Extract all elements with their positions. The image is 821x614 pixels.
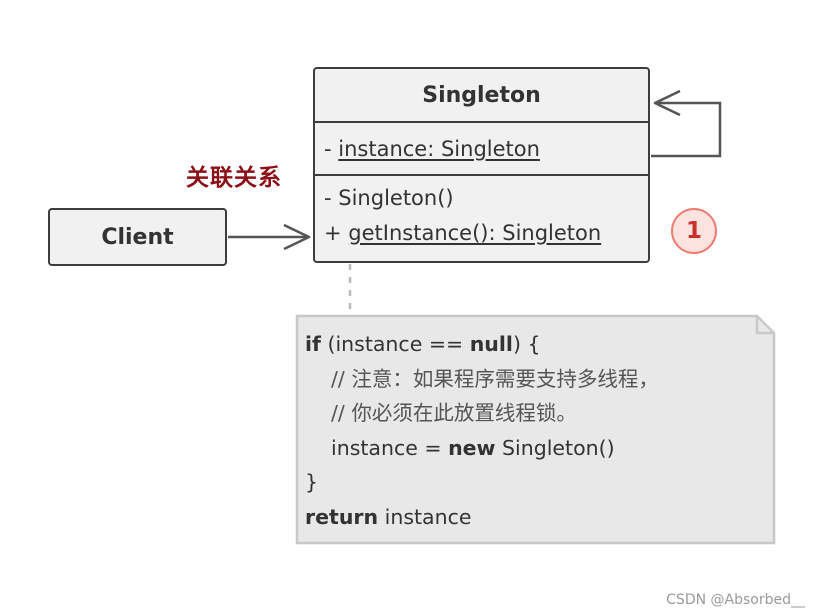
association-label: 关联关系: [186, 165, 282, 191]
self-association-line: [651, 101, 722, 158]
step-badge: 1: [671, 208, 717, 254]
note-line-return: return instance: [305, 504, 472, 529]
note-line-close-brace: }: [305, 470, 319, 494]
note-line-if: if (instance == null) {: [305, 332, 541, 356]
singleton-class-box: Singleton - instance: Singleton - Single…: [313, 67, 650, 263]
note-fold: [755, 316, 774, 335]
field-visibility: -: [324, 136, 332, 161]
field-instance: instance: Singleton: [338, 136, 540, 161]
class-name-section: Singleton: [315, 69, 648, 123]
note-line-comment-2: // 你必须在此放置线程锁。: [331, 401, 577, 425]
watermark: CSDN @Absorbed__: [666, 592, 805, 608]
note-line-assign: instance = new Singleton(): [331, 435, 615, 460]
note-code: if (instance == null) { // 注意：如果程序需要支持多线…: [305, 327, 659, 534]
class-methods-section: - Singleton() + getInstance(): Singleton: [315, 176, 648, 261]
association-arrow-head: [283, 223, 311, 251]
method-get-instance: + getInstance(): Singleton: [324, 221, 602, 245]
method-constructor: - Singleton(): [324, 186, 454, 210]
client-label: Client: [101, 224, 174, 250]
client-box: Client: [48, 208, 227, 266]
class-fields-section: - instance: Singleton: [315, 123, 648, 176]
note-line-comment-1: // 注意：如果程序需要支持多线程，: [331, 366, 659, 391]
note-shape: [295, 314, 776, 545]
self-association-arrow-head: [653, 89, 681, 117]
class-name: Singleton: [422, 82, 541, 108]
